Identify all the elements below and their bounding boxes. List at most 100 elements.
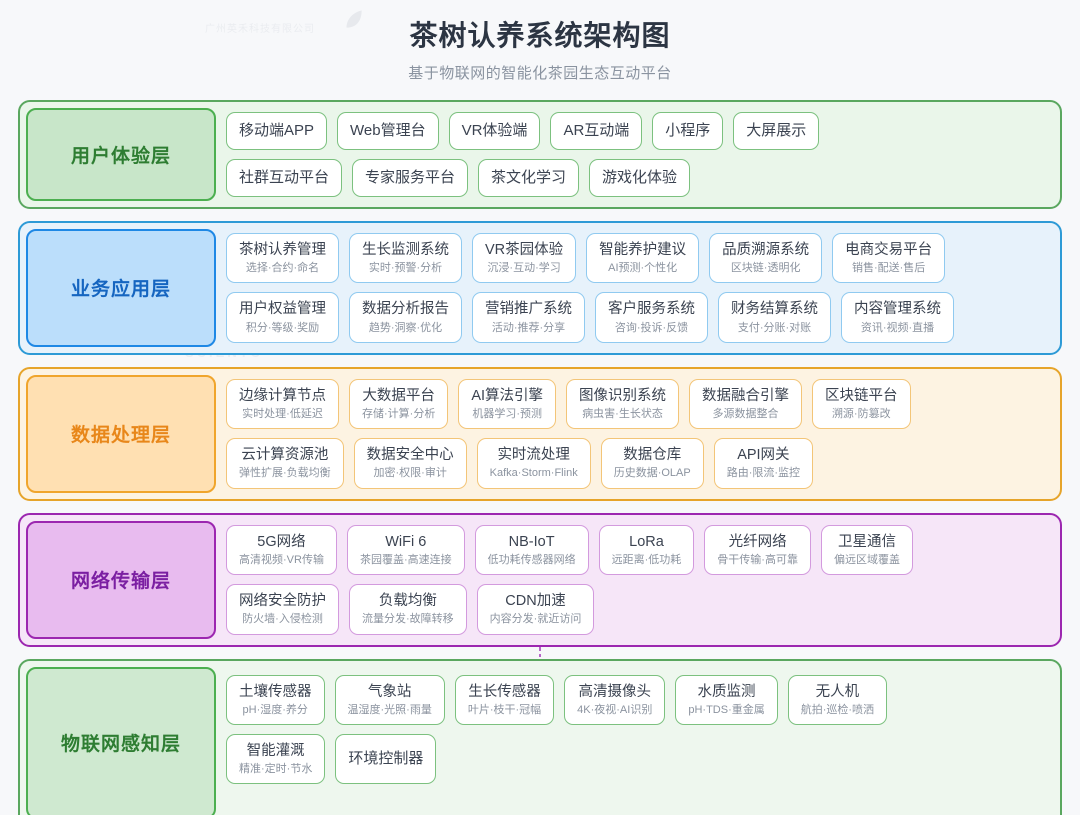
component-card[interactable]: CDN加速内容分发·就近访问	[476, 584, 595, 635]
component-card[interactable]: 生长传感器叶片·枝干·冠幅	[454, 674, 555, 725]
component-card[interactable]: 数据仓库历史数据·OLAP	[600, 438, 704, 489]
component-card[interactable]: 区块链平台溯源·防篡改	[812, 378, 911, 430]
component-card[interactable]: 客户服务系统咨询·投诉·反馈	[595, 292, 708, 343]
component-card[interactable]: 营销推广系统活动·推荐·分享	[472, 292, 585, 343]
component-subtitle: 内容分发·就近访问	[489, 613, 582, 626]
component-subtitle: Kafka·Storm·Flink	[489, 467, 578, 480]
component-card[interactable]: 5G网络高清视频·VR传输	[226, 524, 337, 576]
component-card[interactable]: AI算法引擎机器学习·预测	[458, 378, 557, 430]
component-subtitle: 偏远区域覆盖	[833, 553, 900, 566]
component-card[interactable]: 小程序	[652, 112, 724, 150]
component-subtitle: 路由·限流·监控	[726, 467, 801, 480]
component-card[interactable]: 财务结算系统支付·分账·对账	[718, 292, 831, 343]
component-card[interactable]: 负载均衡流量分发·故障转移	[349, 584, 467, 635]
component-card[interactable]: WiFi 6 茶园覆盖·高速连接	[346, 524, 465, 576]
layer-label-iot-sensing[interactable]: 物联网感知层	[26, 666, 216, 815]
component-title: 小程序	[665, 121, 711, 139]
component-card[interactable]: 大数据平台存储·计算·分析	[349, 378, 449, 430]
component-card[interactable]: 品质溯源系统区块链·透明化	[709, 233, 823, 284]
component-card[interactable]: 数据安全中心加密·权限·审计	[353, 438, 467, 489]
component-card[interactable]: VR体验端	[448, 112, 541, 150]
component-card[interactable]: 茶文化学习	[478, 159, 580, 197]
component-subtitle: 趋势·洞察·优化	[368, 321, 443, 334]
component-card[interactable]: 生长监测系统实时·预警·分析	[349, 233, 462, 284]
component-subtitle: 高清视频·VR传输	[239, 553, 324, 566]
component-subtitle: 积分·等级·奖励	[245, 321, 320, 334]
component-card[interactable]: AR互动端	[550, 112, 643, 150]
page-subtitle: 基于物联网的智能化茶园生态互动平台	[408, 65, 672, 82]
page-title: 茶树认养系统架构图	[409, 20, 671, 51]
component-card[interactable]: 游戏化体验	[589, 159, 691, 197]
component-card[interactable]: VR茶园体验沉浸·互动·学习	[472, 233, 577, 284]
component-card[interactable]: 用户权益管理积分·等级·奖励	[226, 292, 339, 343]
component-subtitle: 沉浸·互动·学习	[487, 262, 561, 275]
component-subtitle: pH·湿度·养分	[242, 703, 308, 716]
component-subtitle: 多源数据整合	[712, 407, 779, 420]
component-title: VR体验端	[461, 121, 528, 139]
component-card[interactable]: 图像识别系统病虫害·生长状态	[566, 378, 680, 430]
card-row: 智能灌溉精准·定时·节水环境控制器	[226, 733, 1048, 785]
component-subtitle: 茶园覆盖·高速连接	[359, 553, 452, 566]
component-card[interactable]: 移动端APP	[226, 112, 328, 150]
component-card[interactable]: 智能灌溉精准·定时·节水	[226, 733, 326, 785]
component-card[interactable]: 电商交易平台销售·配送·售后	[832, 233, 946, 284]
card-row: 社群互动平台专家服务平台茶文化学习游戏化体验	[226, 159, 1048, 197]
component-card[interactable]: 卫星通信偏远区域覆盖	[820, 524, 913, 576]
component-card[interactable]: 边缘计算节点实时处理·低延迟	[226, 378, 339, 430]
component-card[interactable]: 网络安全防护防火墙·入侵检测	[226, 584, 339, 635]
component-title: 数据融合引擎	[702, 387, 790, 404]
layer-label-data-processing[interactable]: 数据处理层	[26, 374, 216, 493]
component-subtitle: 防火墙·入侵检测	[242, 613, 323, 626]
component-title: 财务结算系统	[731, 301, 818, 318]
component-title: 无人机	[815, 683, 860, 700]
component-card[interactable]: 社群互动平台	[226, 159, 343, 197]
component-card[interactable]: API网关路由·限流·监控	[713, 438, 814, 489]
component-card[interactable]: 专家服务平台	[352, 159, 469, 197]
component-card[interactable]: 云计算资源池弹性扩展·负载均衡	[226, 438, 344, 489]
component-subtitle: 4K·夜视·AI识别	[577, 703, 653, 716]
component-title: 移动端APP	[239, 121, 315, 139]
component-title: 5G网络	[257, 533, 306, 550]
component-card[interactable]: 数据融合引擎多源数据整合	[689, 378, 803, 430]
layer-label-business-application[interactable]: 业务应用层	[26, 229, 216, 347]
component-subtitle: 选择·合约·命名	[245, 262, 320, 275]
component-title: 大屏展示	[746, 121, 807, 139]
component-card[interactable]: 数据分析报告趋势·洞察·优化	[349, 292, 462, 343]
layer-label-user-experience[interactable]: 用户体验层	[26, 108, 216, 201]
component-subtitle: 温湿度·光照·雨量	[347, 703, 432, 716]
diagram-header: 茶树认养系统架构图 基于物联网的智能化茶园生态互动平台	[0, 0, 1080, 83]
component-card[interactable]: Web管理台	[337, 112, 439, 150]
component-card[interactable]: 无人机航拍·巡检·喷洒	[787, 674, 888, 725]
component-title: AI算法引擎	[471, 387, 544, 404]
component-subtitle: 实时处理·低延迟	[242, 407, 323, 420]
component-card[interactable]: 茶树认养管理选择·合约·命名	[226, 233, 339, 284]
component-title: 内容管理系统	[854, 301, 941, 318]
component-subtitle: 远距离·低功耗	[611, 553, 682, 566]
component-title: 图像识别系统	[579, 387, 667, 404]
component-title: 茶树认养管理	[239, 242, 326, 258]
component-card[interactable]: 环境控制器	[335, 733, 437, 785]
component-card[interactable]: 大屏展示	[733, 112, 820, 150]
component-subtitle: 销售·配送·售后	[851, 262, 926, 275]
component-card[interactable]: 气象站温湿度·光照·雨量	[334, 674, 445, 725]
component-title: 水质监测	[697, 683, 756, 700]
component-card[interactable]: 光纤网络骨干传输·高可靠	[704, 524, 811, 576]
component-title: WiFi 6	[385, 533, 427, 550]
component-card[interactable]: 内容管理系统资讯·视频·直播	[841, 292, 954, 343]
component-title: API网关	[737, 447, 790, 464]
layer-label-network-transmission[interactable]: 网络传输层	[26, 520, 216, 639]
component-title: 用户权益管理	[239, 301, 326, 318]
component-subtitle: 精准·定时·节水	[239, 763, 313, 776]
component-title: 卫星通信	[837, 533, 896, 550]
